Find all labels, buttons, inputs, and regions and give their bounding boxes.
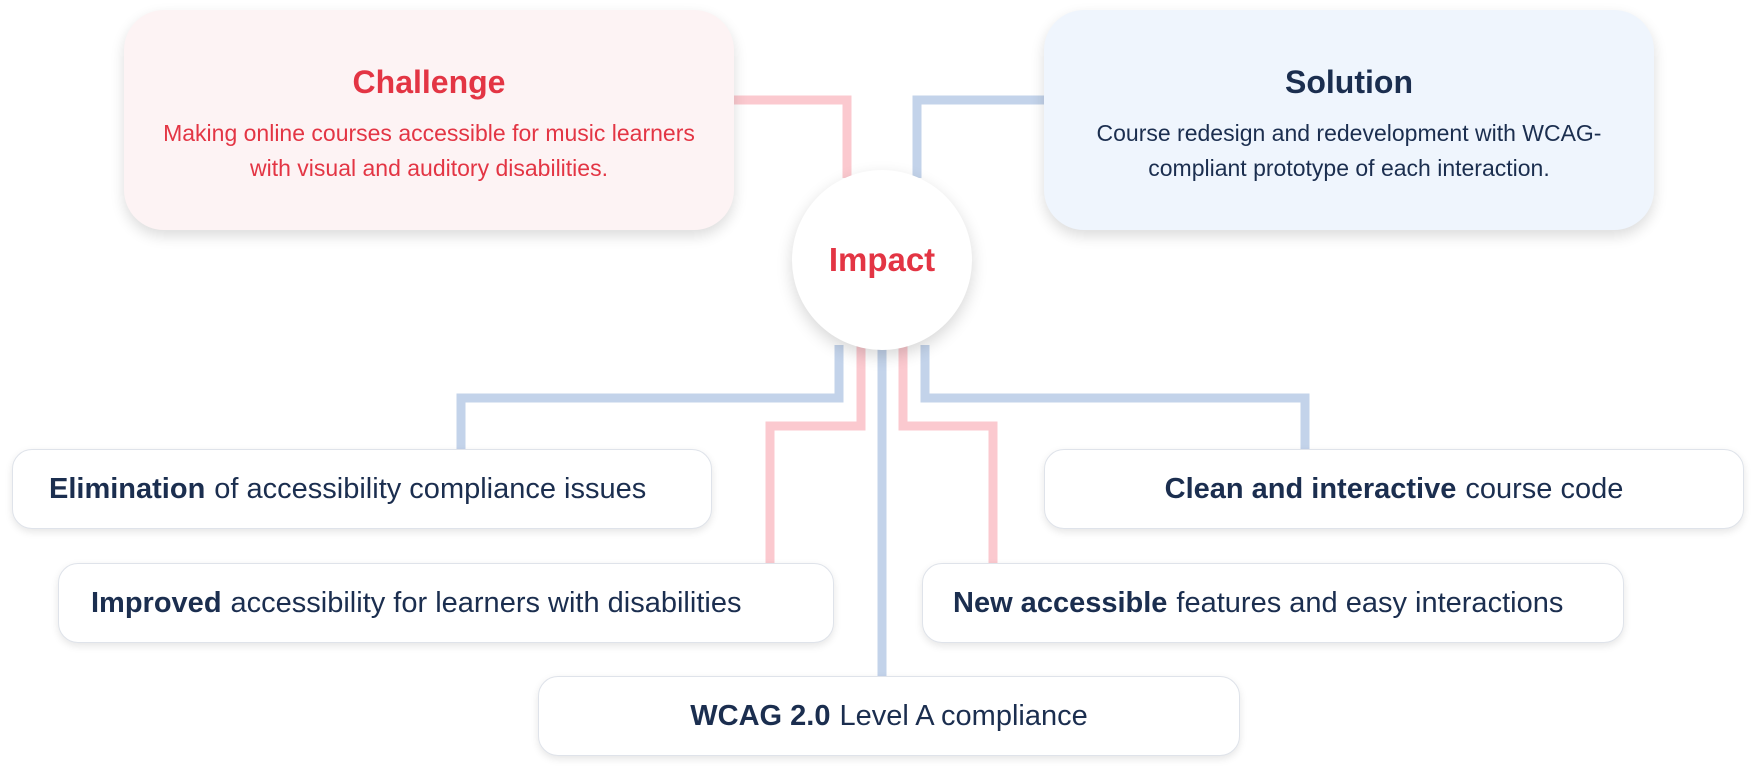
challenge-card: Challenge Making online courses accessib… <box>124 10 734 230</box>
solution-title: Solution <box>1285 64 1413 100</box>
challenge-title: Challenge <box>352 64 506 100</box>
challenge-text: Making online courses accessible for mus… <box>163 120 695 181</box>
outcome-bold: Elimination <box>49 472 206 505</box>
connector-solution-impact <box>912 95 1044 178</box>
outcome-clean-code: Clean and interactive course code <box>1044 449 1744 529</box>
outcome-text: Level A compliance <box>839 699 1088 732</box>
outcome-bold: New accessible <box>953 586 1168 619</box>
outcome-text: of accessibility compliance issues <box>214 472 647 505</box>
impact-label: Impact <box>828 241 936 278</box>
solution-text: Course redesign and redevelopment with W… <box>1096 120 1602 181</box>
outcome-bold: WCAG 2.0 <box>690 699 831 732</box>
connector-impact-new-accessible <box>898 345 998 570</box>
outcome-text: accessibility for learners with disabili… <box>230 586 742 619</box>
outcome-bold: Improved <box>91 586 222 619</box>
outcome-wcag-compliance: WCAG 2.0 Level A compliance <box>538 676 1240 756</box>
outcome-elimination: Elimination of accessibility compliance … <box>12 449 712 529</box>
outcome-new-accessible-features: New accessible features and easy interac… <box>922 563 1624 643</box>
connector-challenge-impact <box>734 95 852 178</box>
outcome-improved-accessibility: Improved accessibility for learners with… <box>58 563 834 643</box>
outcome-text: course code <box>1465 472 1624 505</box>
connector-impact-improved <box>765 345 866 570</box>
solution-card: Solution Course redesign and redevelopme… <box>1044 10 1654 230</box>
impact-circle: Impact <box>792 170 972 350</box>
outcome-bold: Clean and interactive <box>1164 472 1457 505</box>
outcome-text: features and easy interactions <box>1176 586 1564 619</box>
